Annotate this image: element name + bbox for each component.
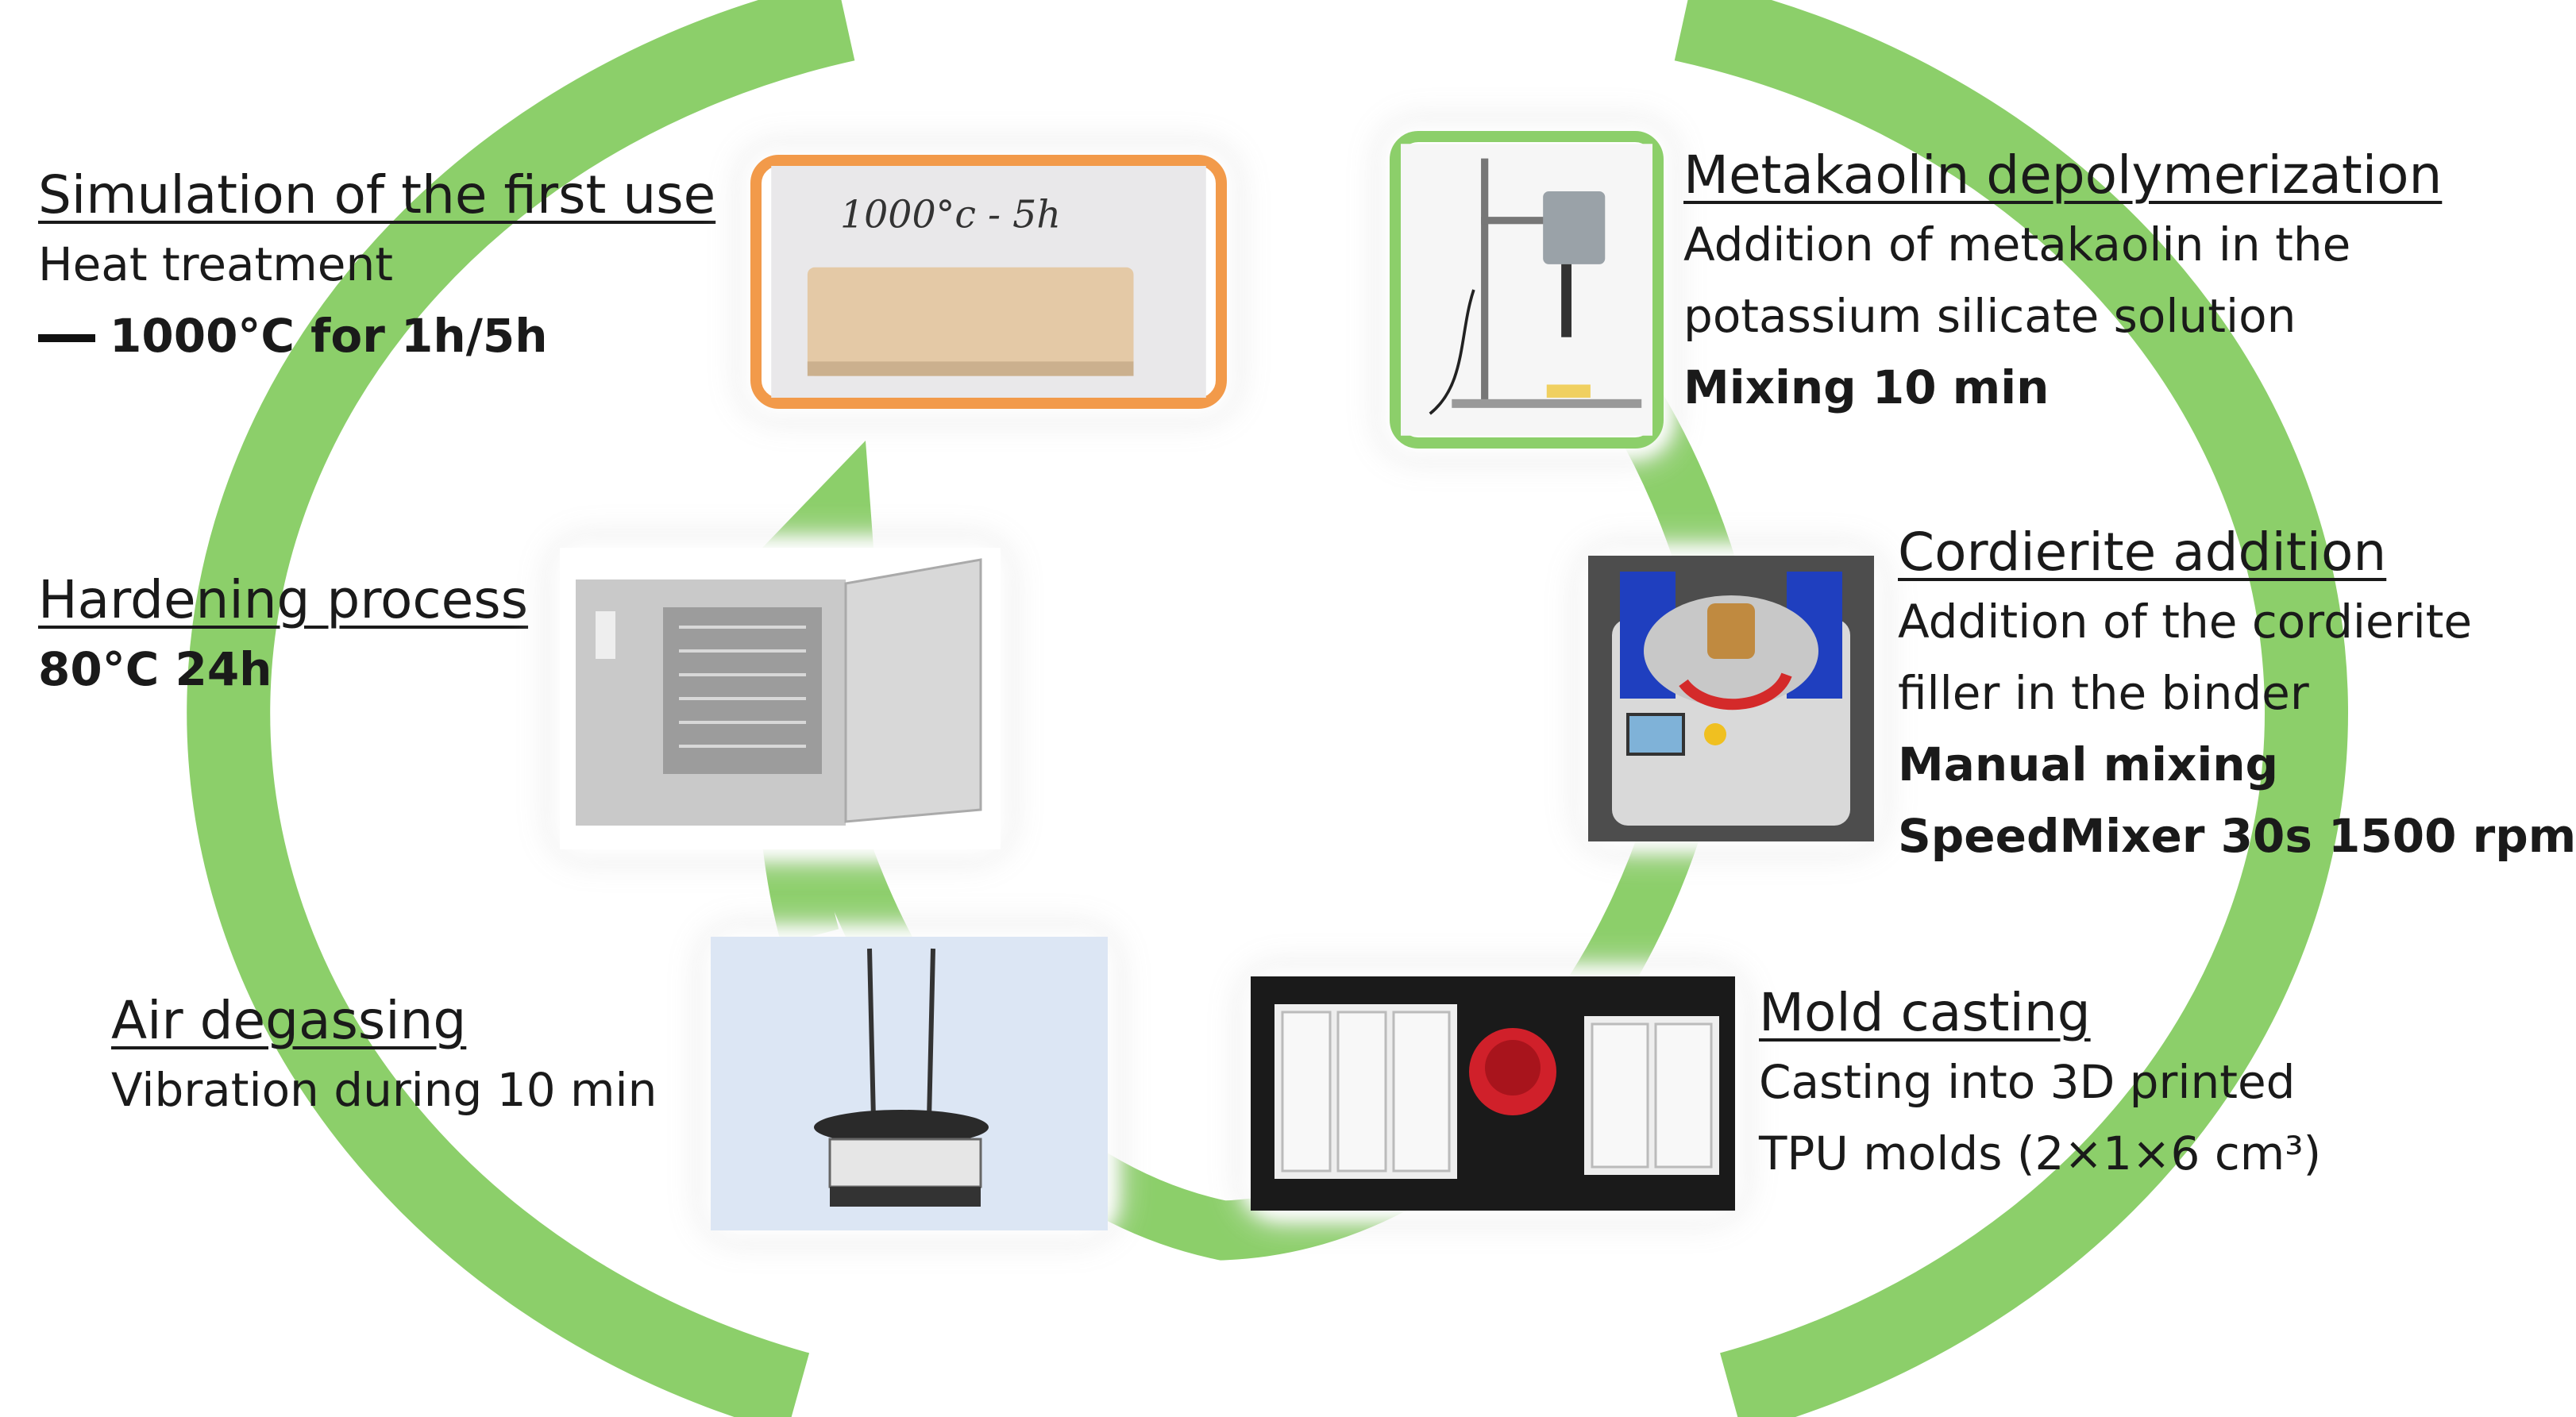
step-description: Casting into 3D printed bbox=[1759, 1054, 2296, 1109]
step-condition: 80°C 24h bbox=[38, 641, 272, 696]
photo-tpu-molds bbox=[1251, 976, 1735, 1211]
outer-ring-left-arc bbox=[187, 0, 855, 1417]
speedmixer-icon bbox=[1588, 556, 1874, 841]
photo-vibration-table bbox=[711, 937, 1108, 1230]
step-first-use: Simulation of the first use Heat treatme… bbox=[38, 163, 715, 372]
step-condition: Mixing 10 min bbox=[1683, 360, 2050, 414]
step-description: Addition of metakaolin in the bbox=[1683, 217, 2351, 271]
step-condition: 1000°C for 1h/5h bbox=[38, 300, 715, 372]
photo-caption: 1000°c - 5h bbox=[840, 194, 1061, 237]
mold-icon bbox=[1251, 976, 1735, 1211]
mixer-stand-icon bbox=[1401, 144, 1652, 436]
step-condition-text: 1000°C for 1h/5h bbox=[110, 308, 548, 363]
step-description: Addition of the cordierite bbox=[1898, 594, 2473, 649]
photo-oven bbox=[560, 548, 1001, 849]
step-title: Air degassing bbox=[111, 990, 467, 1051]
step-description: TPU molds (2×1×6 cm³) bbox=[1759, 1126, 2322, 1180]
step-condition: Manual mixing bbox=[1898, 737, 2279, 791]
step-hardening: Hardening process 80°C 24h bbox=[38, 568, 528, 705]
step-title: Hardening process bbox=[38, 569, 529, 630]
step-description: potassium silicate solution bbox=[1683, 288, 2296, 343]
dash-icon bbox=[38, 334, 95, 343]
step-title: Metakaolin depolymerization bbox=[1683, 144, 2443, 206]
step-title: Cordierite addition bbox=[1898, 522, 2387, 583]
step-degassing: Air degassing Vibration during 10 min bbox=[111, 988, 657, 1126]
step-title: Mold casting bbox=[1759, 982, 2091, 1043]
sample-block-icon: 1000°c - 5h bbox=[771, 166, 1206, 398]
step-casting: Mold casting Casting into 3D printed TPU… bbox=[1759, 980, 2321, 1189]
inner-arrowhead bbox=[762, 441, 873, 548]
photo-mixer-stand bbox=[1390, 131, 1664, 449]
step-depolymerization: Metakaolin depolymerization Addition of … bbox=[1683, 143, 2442, 423]
step-description: Heat treatment bbox=[38, 237, 393, 291]
outer-ring-right-arc bbox=[1674, 0, 2348, 1417]
vibration-table-icon bbox=[711, 937, 1108, 1230]
step-description: Vibration during 10 min bbox=[111, 1062, 657, 1117]
step-title: Simulation of the first use bbox=[38, 164, 716, 225]
oven-icon bbox=[560, 548, 1001, 849]
step-description: filler in the binder bbox=[1898, 665, 2309, 720]
step-condition: SpeedMixer 30s 1500 rpm bbox=[1898, 808, 2576, 863]
photo-speedmixer bbox=[1588, 556, 1874, 841]
step-cordierite: Cordierite addition Addition of the cord… bbox=[1898, 520, 2576, 872]
photo-heat-treated-sample: 1000°c - 5h bbox=[750, 155, 1227, 409]
